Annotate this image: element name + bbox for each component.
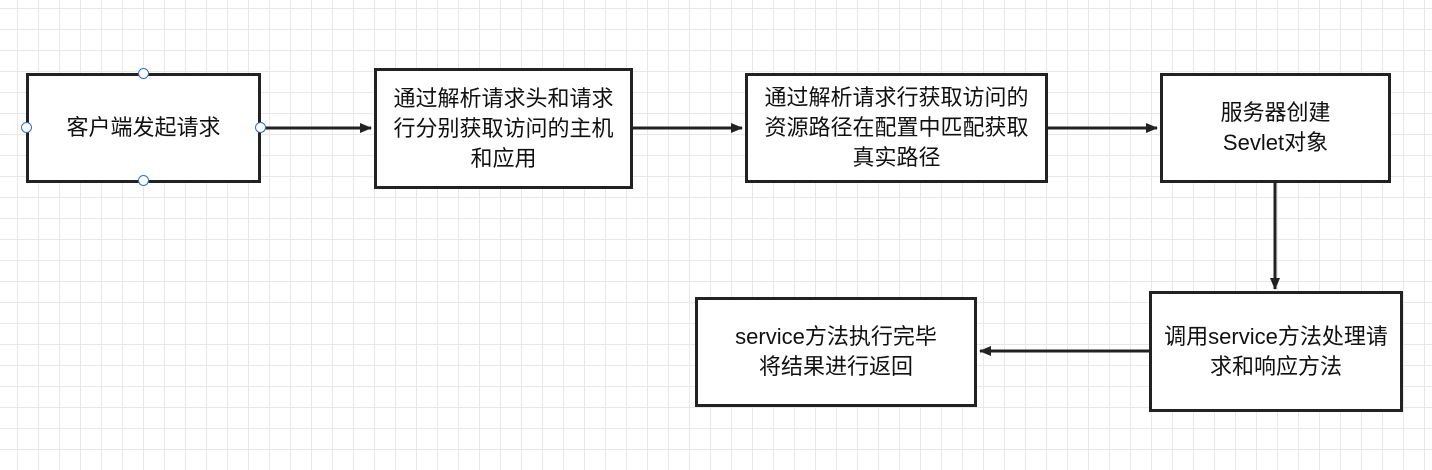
node-label: 服务器创建Sevlet对象 [1220,100,1331,155]
node-parse-resource-path[interactable]: 通过解析请求行获取访问的资源路径在配置中匹配获取真实路径 [745,73,1048,183]
node-parse-host-app[interactable]: 通过解析请求头和请求行分别获取访问的主机和应用 [374,68,633,189]
node-service-return[interactable]: service方法执行完毕将结果进行返回 [695,297,977,407]
connection-handle-right[interactable] [255,122,266,133]
node-call-service[interactable]: 调用service方法处理请求和响应方法 [1149,291,1403,412]
node-label: 客户端发起请求 [66,115,221,140]
node-client-request[interactable]: 客户端发起请求 [26,73,261,183]
node-create-servlet[interactable]: 服务器创建Sevlet对象 [1160,73,1391,183]
node-label: 通过解析请求头和请求行分别获取访问的主机和应用 [393,85,614,171]
connection-handle-left[interactable] [21,122,32,133]
connection-handle-top[interactable] [138,68,149,79]
node-label: service方法执行完毕将结果进行返回 [735,324,937,379]
node-label: 调用service方法处理请求和响应方法 [1164,323,1388,379]
node-label: 通过解析请求行获取访问的资源路径在配置中匹配获取真实路径 [764,85,1029,170]
connection-handle-bottom[interactable] [138,175,149,186]
